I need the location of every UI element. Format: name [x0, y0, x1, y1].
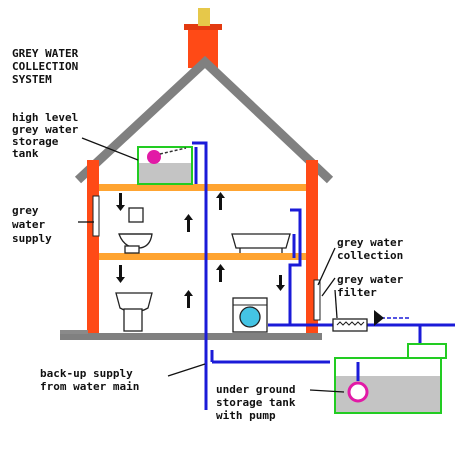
filter-label-1: grey water — [337, 273, 404, 286]
high-level-tank — [137, 146, 193, 185]
underground-label-2: storage tank — [216, 396, 296, 409]
backup-label-1: back-up supply — [40, 367, 133, 380]
flow-arrows — [116, 192, 384, 326]
supply-label-1: grey — [12, 204, 39, 217]
toilet-upstairs — [118, 207, 153, 254]
supply-label-2: water — [12, 218, 46, 231]
collection-label-2: collection — [337, 249, 404, 262]
collection-label-1: grey water — [337, 236, 404, 249]
roof — [74, 55, 334, 184]
high-tank-label-1: high level — [12, 111, 79, 124]
slab-edge-left — [60, 330, 88, 334]
chimney-pot — [198, 8, 210, 26]
high-tank-label-3: storage — [12, 135, 59, 148]
supply-box-upper — [92, 195, 100, 237]
leader-lines — [78, 137, 345, 393]
title-line-2: COLLECTION — [12, 60, 79, 73]
toilet-downstairs — [115, 292, 153, 332]
attic-floor — [99, 184, 306, 191]
high-tank-label-2: grey water — [12, 123, 79, 136]
underground-label-1: under ground — [216, 383, 296, 396]
bath — [231, 233, 291, 253]
first-floor — [99, 253, 306, 260]
backup-label-2: from water main — [40, 380, 140, 393]
supply-label-3: supply — [12, 232, 52, 245]
title-line-1: GREY WATER — [12, 47, 79, 60]
pump — [347, 381, 369, 403]
left-wall — [87, 160, 99, 335]
underground-label-3: with pump — [216, 409, 276, 422]
float-valve — [147, 150, 161, 164]
underground-tank — [334, 343, 447, 414]
high-tank-label-4: tank — [12, 147, 39, 160]
washing-machine — [232, 297, 268, 333]
title-line-3: SYSTEM — [12, 73, 52, 86]
collection-box — [313, 279, 321, 321]
grey-water-filter — [332, 318, 368, 332]
filter-label-2: filter — [337, 286, 377, 299]
ground-slab — [60, 333, 322, 340]
